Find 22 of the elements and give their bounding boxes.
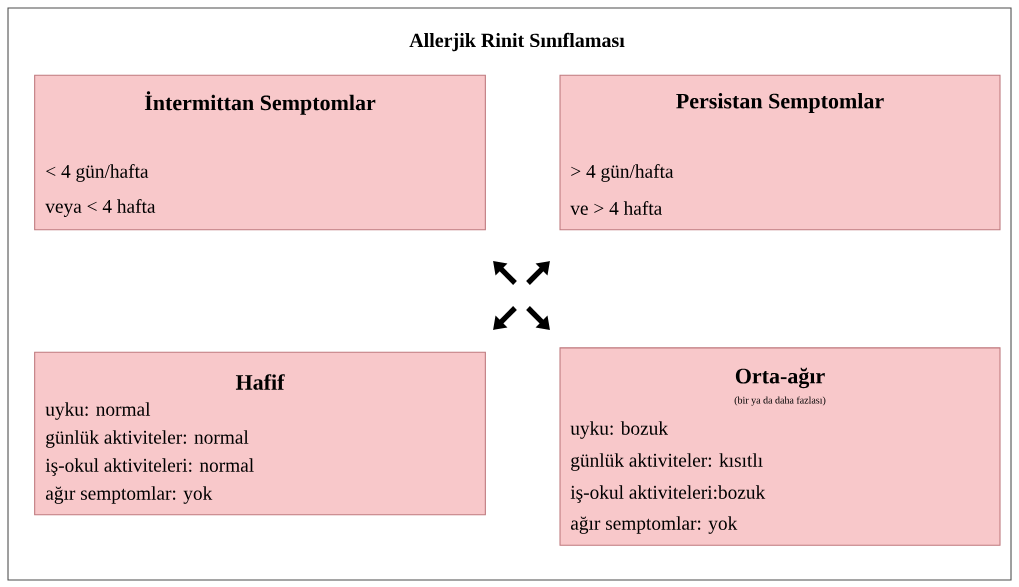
criteria-text: günlük aktiviteler: kısıtlı — [571, 453, 763, 471]
title: Allerjik Rinit Sınıflaması — [409, 32, 625, 52]
criteria-text: ve > 4 hafta — [570, 201, 662, 215]
box-heading: Orta-ağır — [735, 367, 825, 389]
box-heading: Persistan Semptomlar — [676, 93, 884, 113]
category-box — [34, 74, 486, 231]
category-box — [559, 347, 1001, 546]
category-box — [34, 351, 486, 516]
box-heading: İntermittan Semptomlar — [144, 91, 376, 115]
criteria-text: ağır semptomlar: yok — [570, 516, 738, 534]
criteria-text: iş-okul aktiviteleri:bozuk — [570, 485, 766, 503]
box-subheading: (bir ya da daha fazlası) — [734, 396, 826, 406]
criteria-text: iş-okul aktiviteleri: normal — [45, 458, 254, 476]
criteria-text: uyku: bozuk — [570, 421, 668, 439]
criteria-text: uyku: normal — [45, 402, 151, 420]
criteria-text: günlük aktiviteler: normal — [46, 430, 249, 448]
box-heading: Hafif — [235, 374, 285, 390]
criteria-text: ağır semptomlar: yok — [45, 486, 213, 504]
criteria-text: > 4 gün/hafta — [571, 164, 674, 182]
category-box — [559, 74, 1001, 231]
criteria-text: < 4 gün/hafta — [46, 164, 149, 182]
criteria-text: veya < 4 hafta — [45, 199, 156, 217]
